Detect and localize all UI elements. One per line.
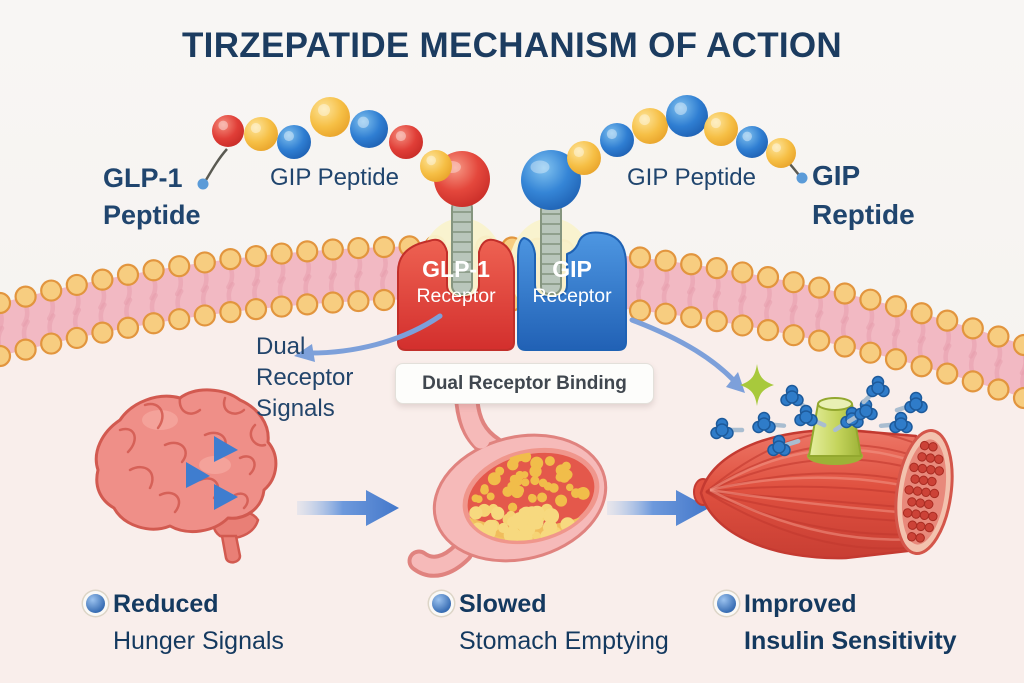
page-title: TIRZEPATIDE MECHANISM OF ACTION <box>181 26 842 65</box>
arrow-stomach-to-muscle <box>607 490 709 526</box>
gip-receptor-type: Receptor <box>532 285 612 307</box>
muscle-illustration <box>693 375 954 560</box>
bullet-icon <box>717 594 736 613</box>
glp1-receptor-label: GLP-1 Receptor <box>398 255 514 309</box>
muscle-fibers <box>705 429 913 550</box>
glp1-peptide-stalk <box>451 199 473 295</box>
gip-binding-ball <box>521 150 581 210</box>
outcome-improved-insulin: Improved Insulin Sensitivity <box>744 586 957 660</box>
peptide-bead-chains <box>212 95 796 182</box>
arrow-brain-to-stomach <box>297 490 399 526</box>
stomach-illustration <box>407 389 608 578</box>
neural-signal-triangles <box>186 436 238 510</box>
gip-receptor-shape <box>517 231 627 351</box>
label-gip-reptide: GIP Reptide <box>812 160 915 230</box>
label-gip-peptide-left: GIP Peptide <box>270 164 399 191</box>
muscle-cross-section <box>894 428 954 556</box>
label-dual-receptor-signals: Dual Receptor Signals <box>256 333 354 422</box>
gip-peptide-stalk <box>540 201 562 295</box>
sparkle-icon <box>740 364 774 406</box>
outcome-rest: Stomach Emptying <box>459 627 669 655</box>
dual-receptor-binding-box: Dual Receptor Binding <box>395 363 654 404</box>
label-glp1-peptide: GLP-1 Peptide <box>103 163 201 230</box>
outcome-emphasis: Reduced <box>113 590 219 618</box>
glp1-receptor-name: GLP-1 <box>422 256 490 282</box>
outcome-rest: Hunger Signals <box>113 627 284 655</box>
glp1-pointer-line <box>197 148 228 190</box>
glp1-receptor-type: Receptor <box>416 285 496 307</box>
gip-receptor-name: GIP <box>552 256 592 282</box>
gip-receptor-label: GIP Receptor <box>518 255 626 309</box>
signal-arrow-right <box>629 317 745 393</box>
muscle-fascicles <box>902 440 944 543</box>
label-gip-peptide-right: GIP Peptide <box>627 164 756 191</box>
glucose-molecules <box>710 375 928 457</box>
outcome-slowed-emptying: Slowed Stomach Emptying <box>459 586 669 660</box>
brain-illustration <box>94 388 278 564</box>
outcome-emphasis: Improved <box>744 590 857 618</box>
food-particles <box>469 451 591 546</box>
outcome-reduced-hunger: Reduced Hunger Signals <box>113 586 284 660</box>
outcome-emphasis: Slowed <box>459 590 547 618</box>
signal-arrow-left <box>294 313 443 362</box>
outcome-rest: Insulin Sensitivity <box>744 627 957 655</box>
bullet-icon <box>86 594 105 613</box>
bullet-icon <box>432 594 451 613</box>
